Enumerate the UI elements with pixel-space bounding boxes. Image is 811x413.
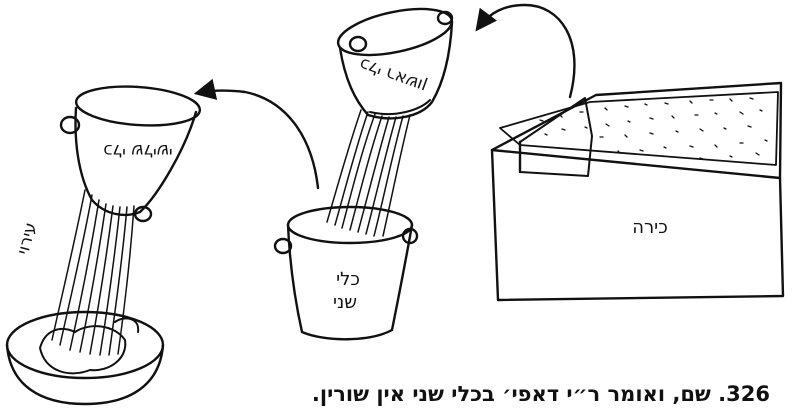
stream-rishon-to-sheni xyxy=(327,110,410,236)
kli-sheni-label-line1: כלי xyxy=(336,269,360,290)
kli-rishon-vessel xyxy=(334,0,456,118)
kira-label: כירה xyxy=(632,217,667,238)
kli-sheni-label-line2: שני xyxy=(333,292,357,313)
kli-shlishi-label: כלי שלישי xyxy=(103,140,172,160)
stove xyxy=(492,83,783,300)
figure-caption: 326. שם, ואומר ר״י דאפי׳ בכלי שני אין שו… xyxy=(250,382,770,406)
arrow-stove-to-kli-rishon xyxy=(478,5,574,97)
kli-rishon-label: כלי ראשון xyxy=(357,53,430,96)
arrow-kli-sheni-to-kli-shlishi xyxy=(198,91,318,188)
irui-label: עירוי xyxy=(13,220,41,257)
